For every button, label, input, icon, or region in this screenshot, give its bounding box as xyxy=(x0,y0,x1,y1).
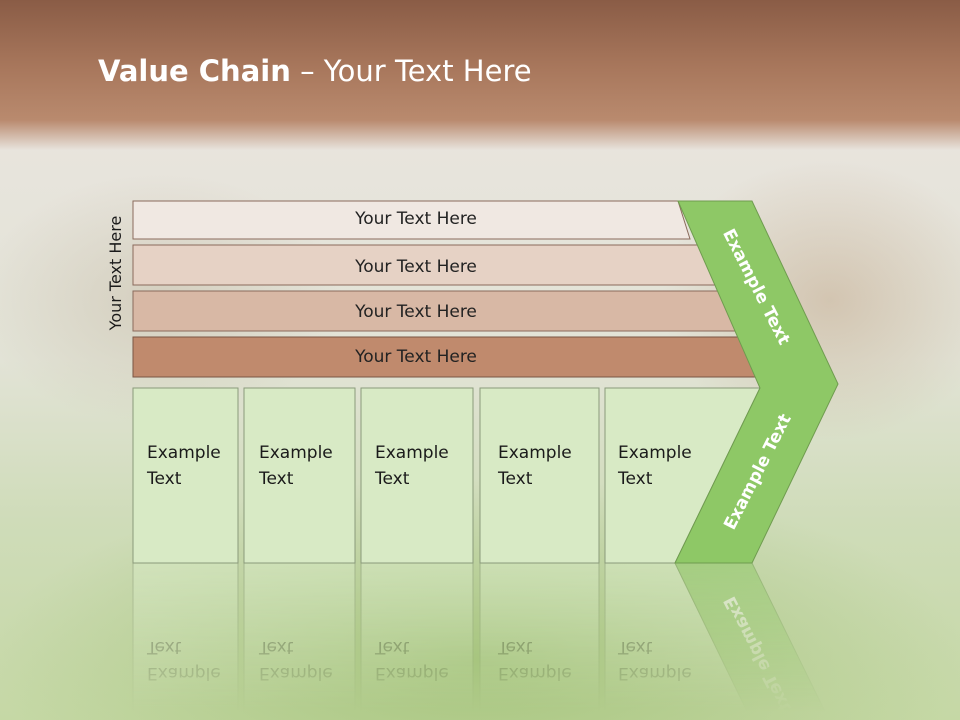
reflection-text: Text xyxy=(617,637,653,657)
activity-box-3 xyxy=(360,387,474,564)
title-rest: – Your Text Here xyxy=(290,54,532,88)
activity-boxes: Example Text Example Text Example Text E… xyxy=(132,387,761,564)
bar-4-label: Your Text Here xyxy=(354,347,477,367)
reflection-text: Text xyxy=(146,637,182,657)
activity-box-2-line1: Example xyxy=(259,443,333,463)
bar-1-label: Your Text Here xyxy=(354,209,477,229)
activity-box-3-line2: Text xyxy=(374,469,410,489)
activity-box-5-line2: Text xyxy=(617,469,653,489)
bar-3-label: Your Text Here xyxy=(354,302,477,322)
reflection-text: Text xyxy=(374,637,410,657)
title-bold: Value Chain xyxy=(98,54,291,88)
activity-box-1 xyxy=(132,387,239,564)
activity-box-5-line1: Example xyxy=(618,443,692,463)
activity-box-4-line1: Example xyxy=(498,443,572,463)
reflection-text: Example xyxy=(259,663,333,683)
reflection: Example Text Example Text Example Text E… xyxy=(132,562,830,720)
slide-title: Value Chain – Your Text Here xyxy=(98,54,532,88)
bar-1 xyxy=(132,200,691,240)
bars: Your Text Here Your Text Here Your Text … xyxy=(132,200,765,378)
activity-box-1-line2: Text xyxy=(146,469,182,489)
activity-box-2-line2: Text xyxy=(258,469,294,489)
activity-box-4-line2: Text xyxy=(497,469,533,489)
bar-2-label: Your Text Here xyxy=(354,257,477,277)
reflection-text: Example xyxy=(375,663,449,683)
activity-box-1-line1: Example xyxy=(147,443,221,463)
margin-chevron-shape xyxy=(674,200,839,564)
reflection-text: Text xyxy=(497,637,533,657)
activity-box-3-line1: Example xyxy=(375,443,449,463)
reflection-text: Example xyxy=(147,663,221,683)
reflection-boxes xyxy=(132,562,830,720)
reflection-text: Text xyxy=(258,637,294,657)
reflection-text: Example xyxy=(498,663,572,683)
header-band xyxy=(0,0,960,150)
reflection-text: Example xyxy=(618,663,692,683)
activity-box-2 xyxy=(243,387,356,564)
activity-box-4 xyxy=(479,387,600,564)
